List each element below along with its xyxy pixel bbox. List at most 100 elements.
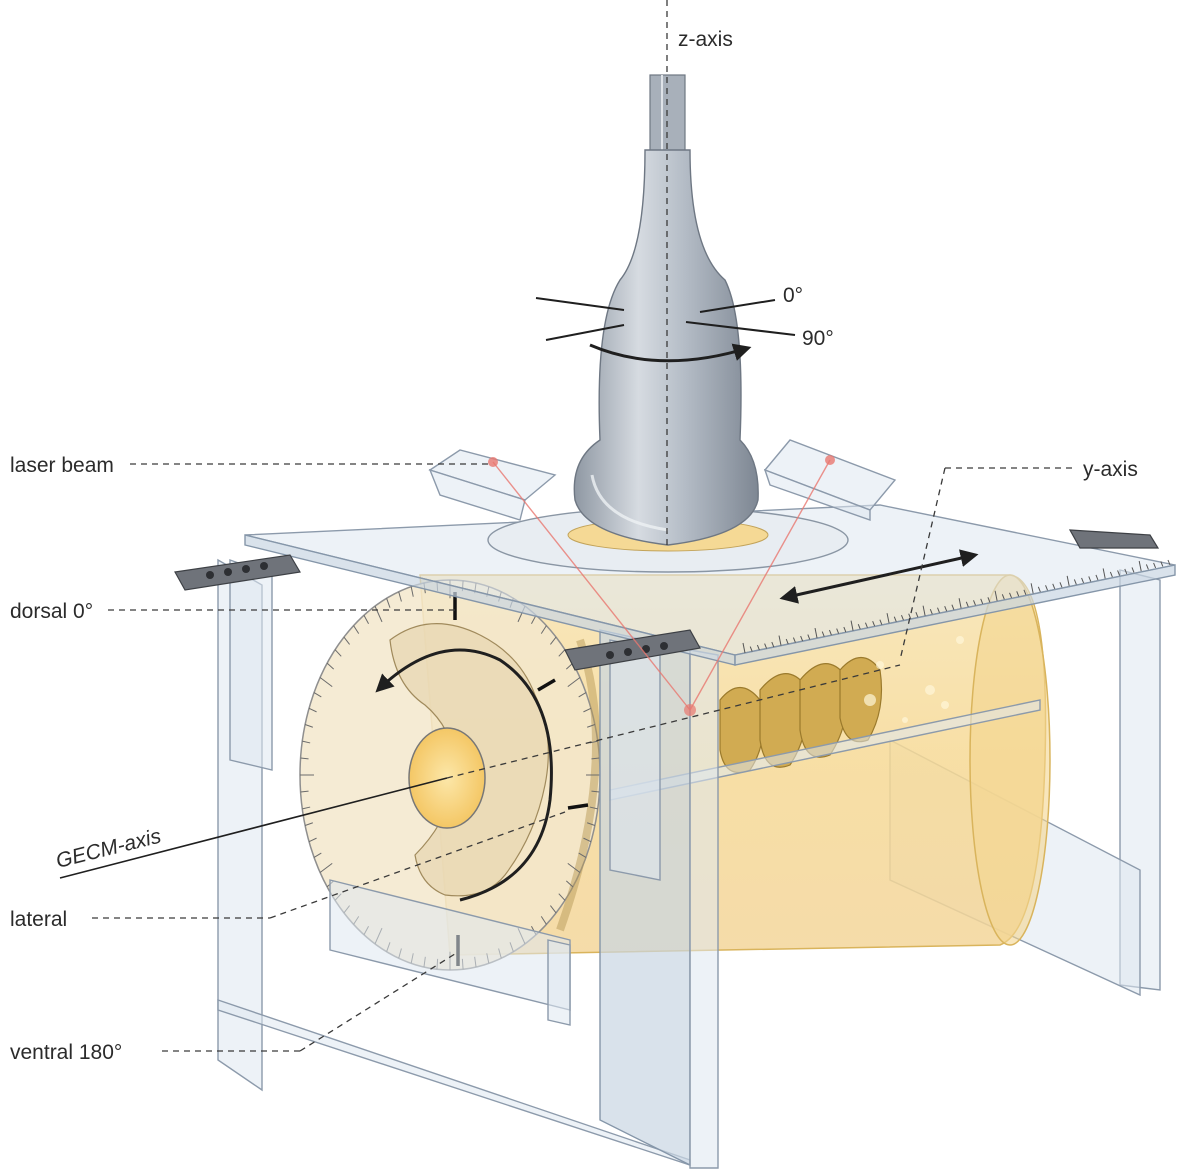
laser-beam-label: laser beam bbox=[10, 454, 114, 477]
ruler-tick bbox=[1117, 570, 1121, 576]
rail-clamp-left-icon bbox=[174, 554, 301, 591]
disc-tick bbox=[589, 806, 598, 810]
disc-tick bbox=[313, 692, 322, 698]
disc-tick bbox=[410, 586, 414, 597]
probe-angle-lines bbox=[535, 297, 796, 341]
disc-tick bbox=[540, 916, 547, 925]
y-axis-arrow-icon bbox=[779, 549, 979, 604]
disc-tick bbox=[374, 605, 383, 623]
disc-tick bbox=[313, 852, 322, 858]
laser-emitter-right-icon bbox=[763, 439, 897, 521]
ruler-tick bbox=[980, 598, 984, 604]
disc-tick bbox=[302, 806, 311, 810]
ruler-tick bbox=[1138, 560, 1142, 572]
ruler-tick bbox=[1167, 559, 1171, 566]
disc-tick bbox=[558, 893, 566, 901]
disc-tick bbox=[540, 625, 547, 634]
disc-tick bbox=[578, 852, 587, 858]
ruler-tick bbox=[951, 604, 955, 610]
lateral-label: lateral bbox=[10, 908, 67, 931]
ruler-tick bbox=[864, 622, 868, 628]
laser-emitter-left-icon bbox=[428, 449, 557, 521]
ruler-tick bbox=[1059, 582, 1063, 588]
disc-tick bbox=[586, 822, 596, 826]
ruler-tick bbox=[915, 612, 919, 618]
disc-tick bbox=[550, 905, 557, 914]
ruler-tick bbox=[922, 605, 926, 616]
disc-tick bbox=[300, 790, 309, 793]
ruler-tick bbox=[908, 613, 912, 619]
disc-tick bbox=[319, 863, 333, 873]
ruler-tick bbox=[771, 641, 775, 648]
disc-tick bbox=[386, 598, 391, 608]
disc-tick bbox=[326, 662, 335, 670]
ruler-tick bbox=[1023, 589, 1027, 596]
disc-tick bbox=[550, 636, 557, 645]
disc-tick bbox=[363, 615, 369, 625]
ruler-tick bbox=[879, 619, 883, 625]
ruler-tick bbox=[807, 634, 811, 640]
rail-clamp-right-icon bbox=[1068, 529, 1160, 549]
ultrasound-probe-icon bbox=[573, 74, 759, 546]
probe-rotation-arrow-icon bbox=[589, 343, 752, 363]
disc-tick bbox=[302, 740, 311, 744]
disc-tick bbox=[583, 837, 592, 843]
ruler-tick bbox=[814, 627, 818, 639]
ruler-tick bbox=[1030, 583, 1034, 594]
angle-0-label: 0° bbox=[783, 284, 803, 307]
laser-beams bbox=[492, 459, 831, 716]
ruler-tick bbox=[785, 638, 789, 645]
ruler-tick bbox=[944, 606, 948, 612]
ruler-tick bbox=[929, 609, 933, 615]
ruler-tick bbox=[1016, 591, 1020, 597]
ruler-tick bbox=[1066, 575, 1070, 586]
disc-tick bbox=[343, 636, 350, 645]
ruler-tick bbox=[1124, 568, 1128, 575]
leader-lines bbox=[59, 0, 1075, 1052]
ruler-tick bbox=[828, 629, 832, 636]
disc-tick bbox=[591, 790, 600, 793]
disc-tick bbox=[304, 724, 314, 728]
ruler-tick bbox=[1088, 576, 1092, 582]
ruler-tick bbox=[886, 613, 890, 624]
ruler-tick bbox=[1009, 592, 1012, 598]
ruler-tick bbox=[836, 628, 840, 634]
ruler-tick bbox=[987, 597, 991, 603]
ruler-tick bbox=[937, 607, 940, 613]
ruler-tick bbox=[1081, 577, 1085, 584]
z-axis-label: z-axis bbox=[678, 28, 733, 51]
ruler-tick bbox=[821, 631, 825, 637]
ruler-tick bbox=[843, 626, 847, 633]
rail-clamp-front-icon bbox=[564, 629, 701, 671]
disc-tick bbox=[567, 863, 581, 873]
ruler-tick bbox=[1153, 562, 1157, 569]
ruler-tick bbox=[901, 615, 904, 621]
angle-90-label: 90° bbox=[802, 327, 834, 350]
ruler-tick bbox=[1160, 561, 1164, 567]
dorsal-label: dorsal 0° bbox=[10, 600, 93, 623]
ruler-tick bbox=[1001, 594, 1005, 600]
disc-tick bbox=[567, 677, 581, 687]
ruler-tick bbox=[1102, 568, 1106, 579]
ruler-tick bbox=[1109, 571, 1113, 578]
ruler-tick bbox=[800, 635, 804, 642]
disc-tick bbox=[353, 625, 360, 634]
y-axis-label: y-axis bbox=[1083, 458, 1138, 481]
ruler-tick bbox=[994, 590, 998, 601]
ventral-label: ventral 180° bbox=[10, 1041, 122, 1064]
ruler-tick bbox=[857, 623, 861, 630]
ruler-tick bbox=[792, 637, 796, 643]
disc-tick bbox=[558, 649, 566, 657]
ruler-tick bbox=[1073, 579, 1077, 585]
disc-tick bbox=[565, 880, 574, 888]
ruler-tick bbox=[872, 620, 876, 627]
ruler-tick bbox=[850, 620, 854, 631]
ruler-tick bbox=[749, 646, 753, 652]
disc-tick bbox=[578, 692, 587, 698]
ruler-tick bbox=[756, 644, 760, 651]
ruler-tick bbox=[1131, 567, 1135, 573]
rotation-arrow-icon bbox=[375, 648, 553, 902]
disc-tick bbox=[304, 822, 314, 826]
disc-tick bbox=[334, 649, 342, 657]
disc-tick bbox=[319, 677, 333, 687]
